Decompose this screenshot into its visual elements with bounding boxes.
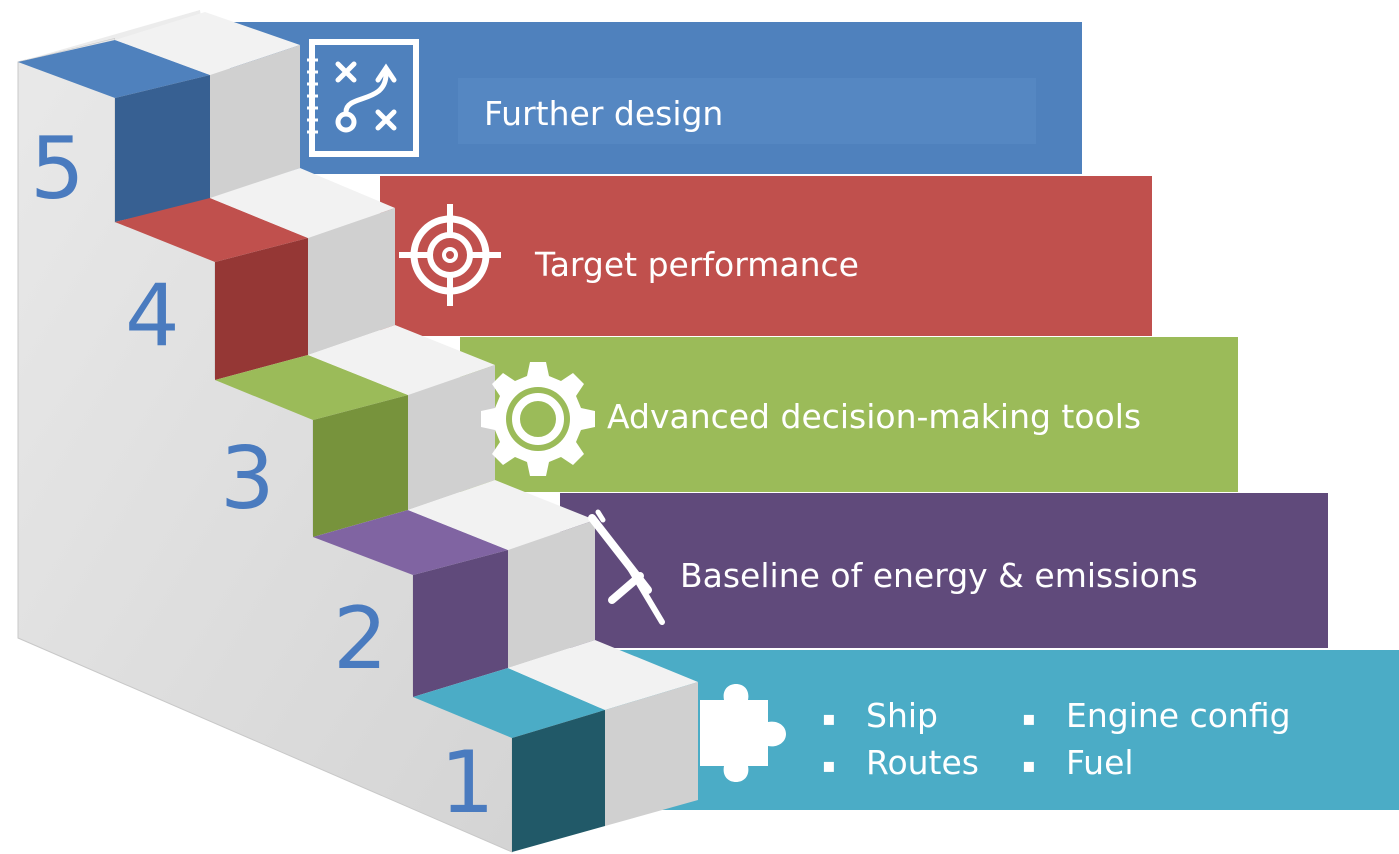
step-number-2: 2: [333, 589, 388, 689]
gear-icon: [481, 362, 595, 476]
bullet-marker: ▪: [822, 753, 836, 777]
strategy-plan-icon: [307, 39, 419, 157]
step-1-riser-white: [605, 682, 698, 826]
step-2-label: Baseline of energy & emissions: [680, 556, 1198, 595]
step-1-top-white: [508, 640, 698, 710]
bullet-marker: ▪: [1022, 753, 1036, 777]
step-3-riser: [313, 395, 408, 537]
band-step-2: [560, 493, 1328, 648]
pickaxe-icon: [588, 509, 665, 625]
step-2-top-white: [408, 480, 595, 550]
step-5-label: Further design: [484, 94, 723, 133]
band-step-5-highlight: [458, 78, 1036, 144]
step-1-top: [413, 668, 605, 738]
step-3-top: [215, 355, 408, 420]
bullet-item-engine-config: Engine config: [1066, 696, 1291, 735]
bullet-item-routes: Routes: [866, 743, 979, 782]
bullet-marker: ▪: [822, 706, 836, 730]
step-5-top: [18, 40, 210, 98]
step-4-top: [115, 198, 308, 262]
step-4-top-white: [210, 168, 395, 238]
step-5-riser: [115, 75, 210, 222]
step-3-top-white: [308, 325, 495, 395]
step-4-riser-white: [308, 208, 395, 355]
bullet-item-ship: Ship: [866, 696, 938, 735]
step-5-top-white: [115, 12, 300, 75]
step-3-label: Advanced decision-making tools: [607, 397, 1141, 436]
step-4-label: Target performance: [534, 245, 859, 284]
step-2-riser-white: [508, 520, 595, 668]
band-step-4: [380, 176, 1152, 336]
step-3-riser-white: [408, 365, 495, 510]
puzzle-icon: [700, 684, 786, 782]
step-2-top: [313, 510, 508, 575]
step-1-riser: [512, 710, 605, 852]
step-number-1: 1: [440, 733, 495, 833]
step-number-3: 3: [220, 429, 275, 529]
step-number-5: 5: [30, 119, 85, 219]
step-number-4: 4: [125, 266, 180, 366]
step-5-riser-white: [210, 45, 300, 200]
step-4-riser: [215, 238, 308, 380]
target-icon: [399, 204, 501, 306]
step-2-riser: [413, 550, 508, 697]
bullet-marker: ▪: [1022, 706, 1036, 730]
bullet-item-fuel: Fuel: [1066, 743, 1134, 782]
